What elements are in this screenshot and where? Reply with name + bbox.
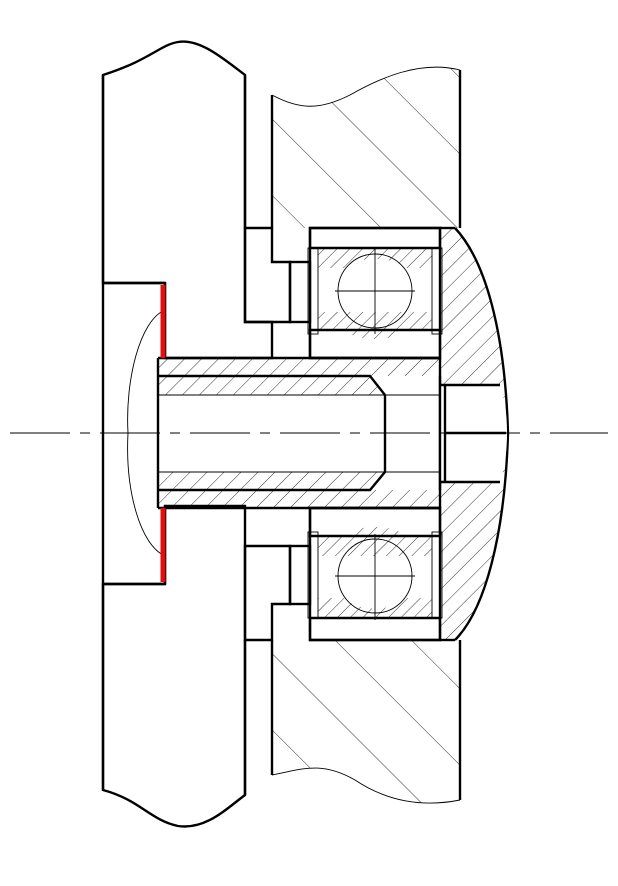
lower-spacer bbox=[243, 544, 292, 642]
rivet-head bbox=[127, 283, 167, 584]
end-cap bbox=[438, 226, 510, 642]
lower-bearing bbox=[288, 506, 443, 642]
inner-frame bbox=[243, 66, 462, 804]
upper-spacer bbox=[243, 226, 292, 324]
shaft bbox=[158, 356, 442, 510]
upper-bearing bbox=[288, 226, 443, 360]
